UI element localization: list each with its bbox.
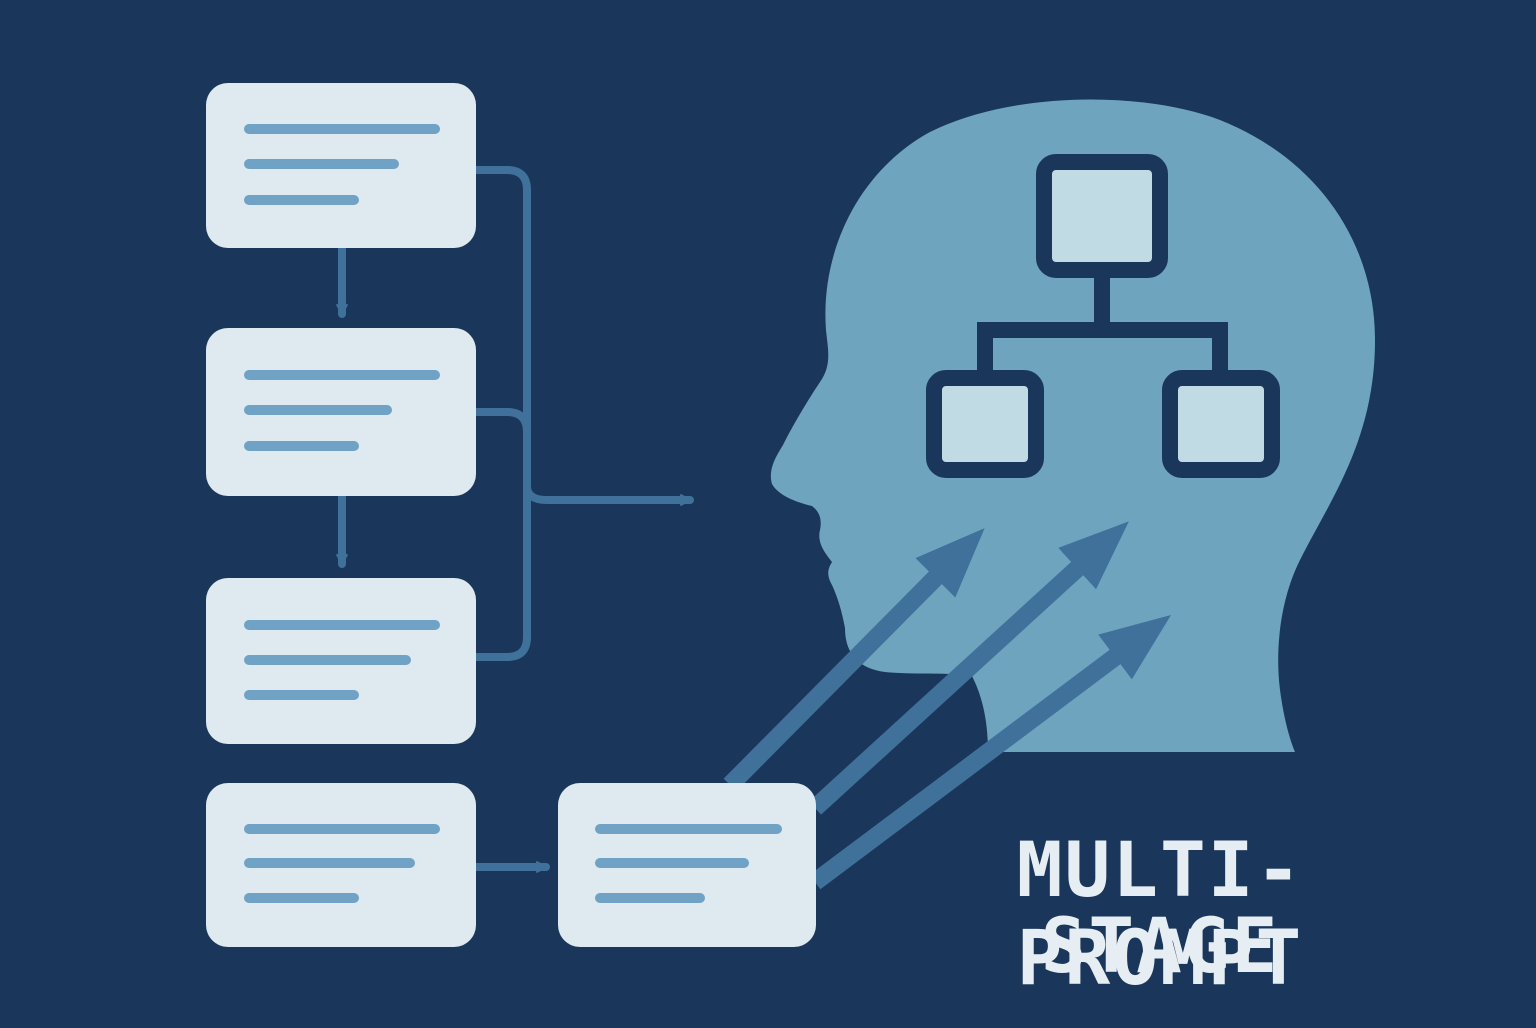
connectors [336,166,694,873]
bracket-connector [472,166,531,661]
title-line-1: MULTI-STAGE [1016,825,1304,990]
hierarchy-tree-icon [926,154,1280,478]
prompt-card-1 [206,83,476,248]
big-arrow-1 [723,528,985,792]
prompt-card-4 [206,783,476,947]
prompt-card-5 [558,783,816,947]
big-arrows [723,521,1171,890]
big-arrow-3 [809,615,1171,890]
tree-root-node [1036,154,1168,278]
prompt-card-3 [206,578,476,744]
tree-right-node [1162,370,1280,478]
prompt-card-2 [206,328,476,496]
big-arrow-2 [808,521,1129,815]
bracket-branch-card2 [472,408,531,436]
title-line-2: PROMPT [1016,913,1304,1002]
tree-left-node [926,370,1044,478]
arrow-to-head [523,482,694,506]
